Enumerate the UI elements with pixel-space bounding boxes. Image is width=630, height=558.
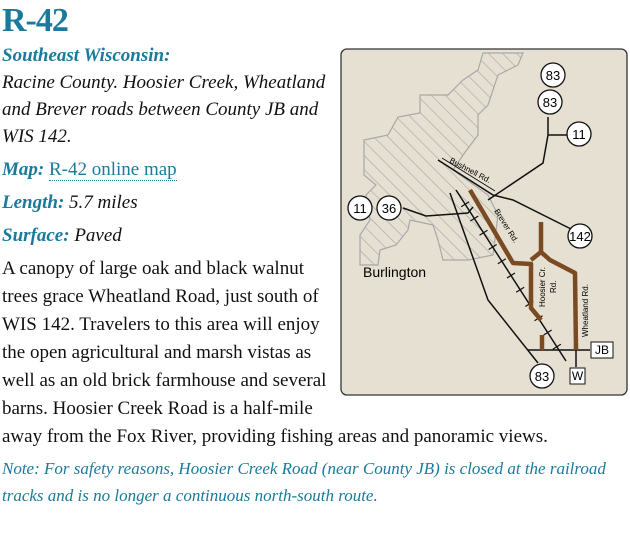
shield-number: 142 <box>569 229 591 244</box>
county-shield-label: JB <box>595 343 609 357</box>
shield-number: 11 <box>353 201 367 216</box>
surface-value: Paved <box>74 225 122 246</box>
online-map-link[interactable]: R-42 online map <box>48 159 177 181</box>
highway-36-road <box>402 206 474 217</box>
railroad-tick <box>515 286 525 293</box>
railroad-tick <box>460 201 470 208</box>
highway-83-11-road <box>487 117 568 201</box>
scenic-route <box>468 188 579 351</box>
length-value: 5.7 miles <box>69 192 138 213</box>
highway-shield-icon <box>540 62 566 88</box>
surface-label: Surface: <box>2 225 70 246</box>
highway-shield-icon <box>567 223 593 249</box>
highway-shield-icon <box>347 195 373 221</box>
description: A canopy of large oak and black walnut t… <box>2 258 548 447</box>
page-title: R-42 <box>2 2 69 39</box>
county-jb-w-road <box>528 349 590 367</box>
railroad-tick <box>497 258 507 265</box>
shield-number: 11 <box>572 127 586 142</box>
length-row: Length: 5.7 miles <box>2 189 628 216</box>
hoosier-label: Hoosier Cr. <box>538 267 547 307</box>
shield-number: 83 <box>535 369 549 384</box>
region-label: Southeast Wisconsin: <box>2 45 171 66</box>
map-wrap: Burlington Bushnell Rd. Brever Rd. Hoosi… <box>338 45 628 400</box>
highway-shield-icon <box>566 121 592 147</box>
railroad-tick <box>543 329 552 336</box>
railroad-tick <box>470 215 479 222</box>
city-label: Burlington <box>363 264 426 280</box>
length-label: Length: <box>2 192 65 213</box>
route-map: Burlington Bushnell Rd. Brever Rd. Hoosi… <box>340 48 628 396</box>
content-column: Burlington Bushnell Rd. Brever Rd. Hoosi… <box>2 0 628 509</box>
shield-number: 83 <box>546 68 560 83</box>
railroad-tick <box>479 229 488 236</box>
bushnell-road-142 <box>437 159 574 231</box>
county-shield-label: W <box>572 369 584 383</box>
wheatland-label: Wheatland Rd. <box>581 284 590 337</box>
shield-number: 36 <box>382 201 396 216</box>
county-shield-icon <box>590 341 614 359</box>
safety-note: Note: For safety reasons, Hoosier Creek … <box>2 459 606 505</box>
region-info: Southeast Wisconsin: Racine County. Hoosi… <box>2 42 628 150</box>
shield-number: 83 <box>543 95 557 110</box>
region-text: Racine County. Hoosier Creek, Wheatland … <box>2 72 326 147</box>
county-shield-icon <box>569 367 586 385</box>
railroad-tick <box>488 243 497 251</box>
railroad-tick <box>552 343 562 350</box>
bushnell-road-edge <box>441 157 496 192</box>
highway-83-road <box>449 192 539 364</box>
map-row: Map: R-42 online map <box>2 156 628 183</box>
hoosier-label-2: Rd. <box>549 281 558 293</box>
map-label: Map: <box>2 159 45 180</box>
railroad-tick <box>506 272 516 279</box>
highway-shield-icon <box>537 89 563 115</box>
surface-row: Surface: Paved <box>2 222 628 249</box>
highway-shield-icon <box>376 195 402 221</box>
highway-shield-icon <box>529 363 555 389</box>
